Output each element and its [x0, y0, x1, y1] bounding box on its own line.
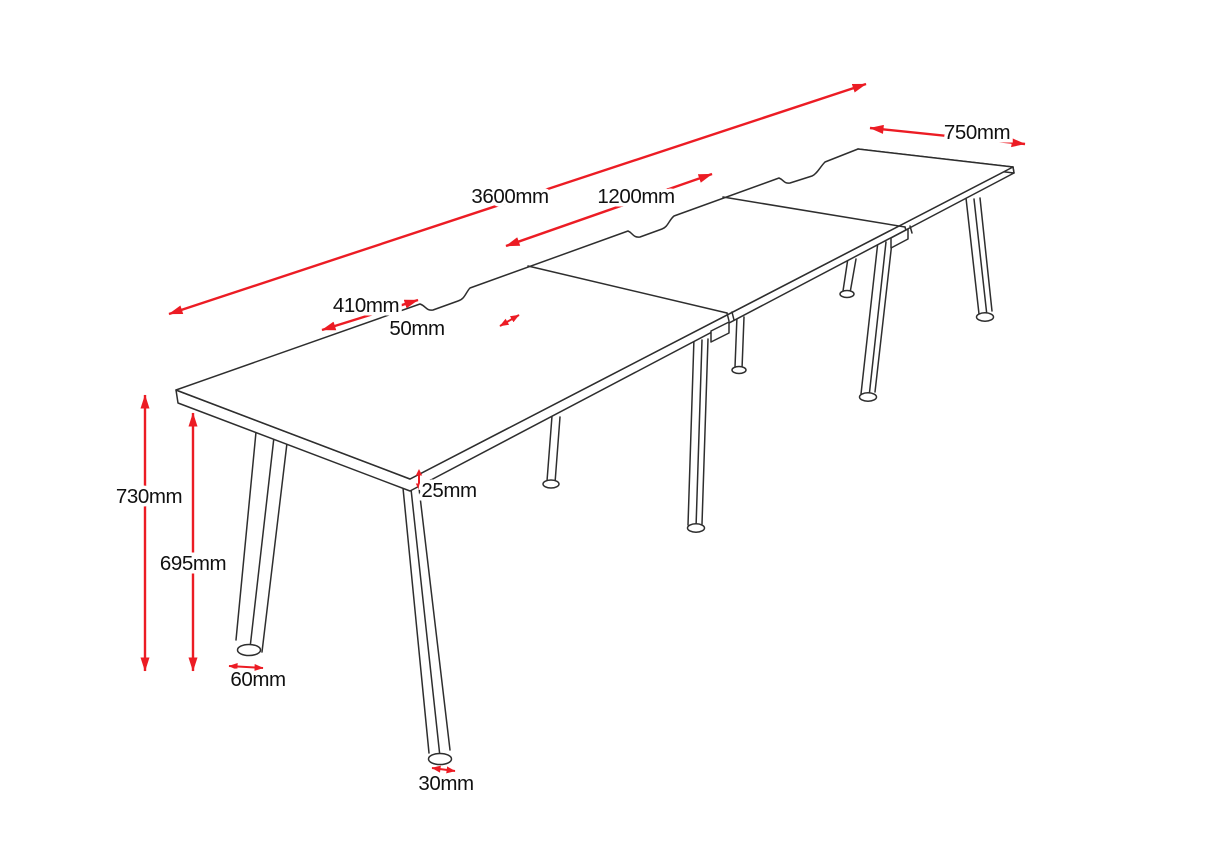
- seam-1-connector-block: [710, 321, 730, 343]
- leg-middle2-front: [858, 240, 893, 402]
- dimension-underside-height: 695mm: [156, 412, 230, 672]
- overall-height-label: 730mm: [116, 485, 182, 508]
- leg-middle1-back-foot: [542, 479, 560, 489]
- desktop-thickness-arrowhead-bottom: [415, 483, 423, 490]
- leg-right-front: [965, 197, 995, 322]
- desk-depth-label: 750mm: [944, 121, 1010, 144]
- leg-middle2-back-lines: [734, 315, 745, 370]
- back-foot-width-arrow: [228, 663, 264, 671]
- leg-middle1-front-lines: [687, 337, 709, 529]
- cutout-gap-arrow: [499, 314, 520, 327]
- dimension-desktop-thickness: 25mm: [415, 469, 481, 506]
- bench-desk-drawing: [175, 148, 1015, 766]
- front-foot-width-label: 30mm: [418, 772, 473, 795]
- dimension-cutout-offset: 410mm: [321, 291, 419, 332]
- underside-height-label: 695mm: [160, 552, 226, 575]
- desktop-top-surface: [175, 148, 1014, 480]
- leg-left-front-lines: [402, 487, 451, 758]
- dimension-annotations: 3600mm 1200mm 750mm 410mm 50mm 730mm 695…: [112, 82, 1026, 799]
- dimension-desk-depth: 750mm: [869, 118, 1026, 148]
- leg-middle2-back-foot: [731, 365, 747, 375]
- single-desk-length-label: 1200mm: [597, 185, 674, 208]
- leg-left-back: [235, 431, 288, 657]
- leg-right-front-lines: [965, 197, 993, 317]
- desk-depth-arrow: [869, 124, 1026, 148]
- dimension-single-desk-length: 1200mm: [505, 172, 713, 248]
- leg-middle2-back: [731, 315, 747, 375]
- single-desk-length-arrow: [505, 172, 713, 248]
- leg-right-back-foot: [839, 289, 855, 299]
- dimension-back-foot-width: 60mm: [227, 663, 290, 695]
- dimension-cutout-gap: 50mm: [386, 314, 520, 344]
- cutout-offset-label: 410mm: [333, 294, 399, 317]
- leg-middle2-front-foot: [858, 392, 878, 402]
- leg-middle1-front-foot: [686, 523, 706, 533]
- leg-middle2-front-lines: [860, 240, 893, 398]
- leg-middle1-back: [542, 415, 561, 489]
- leg-left-front: [402, 487, 453, 766]
- desktop-thickness-arrowhead-top: [415, 469, 423, 476]
- leg-left-back-foot: [236, 643, 262, 657]
- cutout-gap-label: 50mm: [389, 317, 444, 340]
- front-foot-width-arrow: [431, 765, 456, 774]
- seam-2-connector-block: [890, 228, 909, 249]
- dimension-front-foot-width: 30mm: [415, 765, 478, 799]
- overall-length-label: 3600mm: [471, 185, 548, 208]
- leg-right-back-lines: [842, 257, 857, 294]
- leg-left-back-lines: [235, 431, 288, 653]
- dimension-overall-height: 730mm: [112, 394, 186, 672]
- cutout-offset-arrow: [321, 298, 419, 332]
- leg-middle1-front: [686, 337, 709, 533]
- leg-middle1-back-lines: [546, 415, 561, 484]
- leg-right-front-foot: [975, 312, 995, 322]
- back-foot-width-label: 60mm: [230, 668, 285, 691]
- desktop-thickness-label: 25mm: [421, 479, 476, 502]
- leg-left-front-foot: [427, 752, 453, 766]
